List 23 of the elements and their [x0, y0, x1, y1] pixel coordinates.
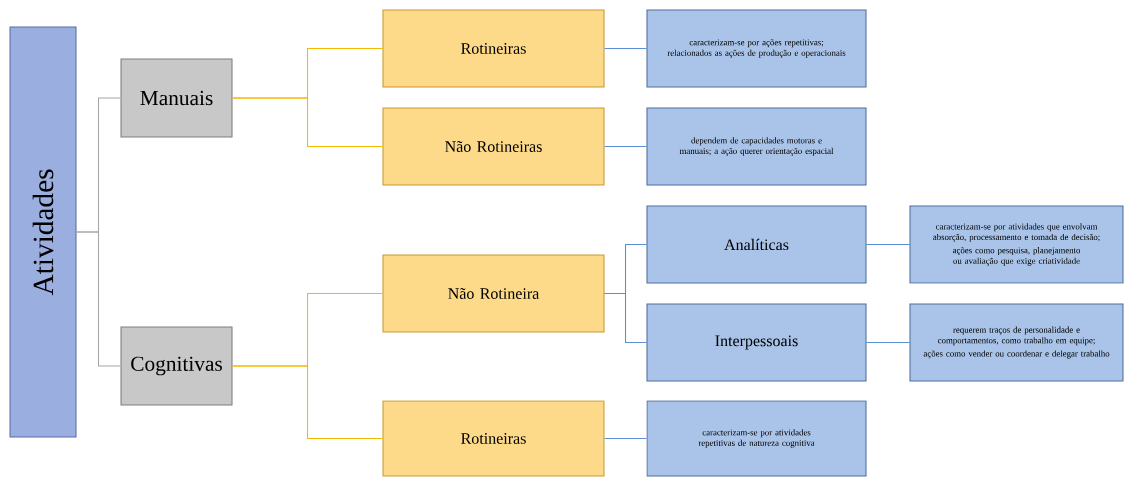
connector [866, 341, 910, 344]
subcategory-box: Analíticas [646, 205, 867, 284]
connector [76, 231, 121, 367]
subcategory-box: Rotineiras [382, 400, 605, 477]
description-box: caracterizam-se por atividades que envolvam absorção, processamento e tomada de decisão; ações como pesquisa, planejamento ou avaliação que exige criatividade [909, 205, 1124, 284]
category-box: Cognitivas [120, 326, 233, 406]
description-box: requerem traços de personalidade e comportamentos, como trabalho em equipe; ações como vender ou coordenar e delegar trabalho [909, 303, 1124, 382]
subcategory-box: Interpessoais [646, 303, 867, 382]
subcategory-box: Não Rotineiras [382, 107, 605, 186]
connector [604, 145, 647, 148]
connector [232, 365, 383, 440]
description-box: dependem de capacidades motoras e manuais; a ação querer orientação espacial [646, 107, 867, 186]
subcategory-box: Não Rotineira [382, 254, 605, 333]
description-box: caracterizam-se por ações repetitivas; relacionados as ações de produção e operacionais [646, 9, 867, 88]
connector [866, 243, 910, 246]
connector [604, 292, 647, 344]
connector [232, 97, 383, 148]
description-box: caracterizam-se por atividades repetitivas de natureza cognitiva [646, 400, 867, 477]
subcategory-box: Rotineiras [382, 9, 605, 88]
connector [604, 437, 647, 440]
category-box: Manuais [120, 58, 233, 138]
category-box: Atividades [9, 26, 77, 438]
connector [604, 47, 647, 50]
